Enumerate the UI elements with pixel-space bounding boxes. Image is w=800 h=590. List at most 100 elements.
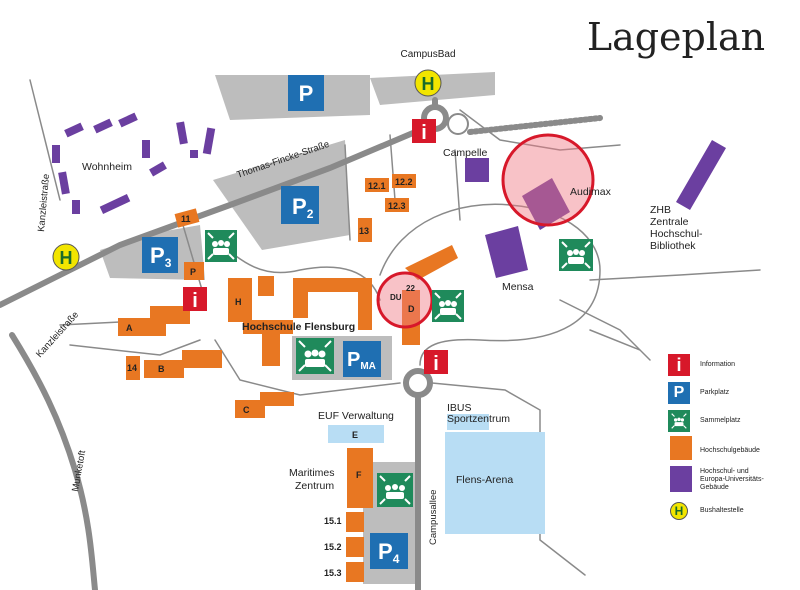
label-zhb-2: Zentrale (650, 216, 689, 228)
street-kanzleistrasse-bottom: Kanzleistraße (34, 309, 81, 360)
wohnheim-block (99, 194, 131, 214)
legend-orange-swatch (670, 436, 692, 460)
wohnheim-block (118, 112, 138, 128)
legend-item-information: i Information (668, 354, 735, 376)
du22-highlight (376, 271, 434, 329)
info-sign-south-label: i (433, 353, 439, 375)
legend-item-parkplatz: P Parkplatz (668, 382, 729, 404)
info-sign-north (412, 119, 436, 143)
building-C (235, 400, 265, 418)
label-campelle: Campelle (443, 147, 488, 159)
label-zhb-1: ZHB (650, 204, 671, 216)
legend-label-line: Hochschul- und (700, 468, 749, 475)
building-H-top (258, 276, 274, 296)
label-C: C (243, 405, 250, 415)
building-A2 (150, 306, 190, 324)
label-zhb-4: Bibliothek (650, 240, 696, 252)
label-F: F (356, 470, 362, 480)
bus-stop-campusbad-label: H (422, 74, 435, 94)
label-P: P (190, 267, 196, 277)
building-14 (126, 356, 140, 380)
legend-label-line: Gebäude (700, 484, 729, 491)
label-12-3: 12.3 (388, 201, 406, 211)
legend-label: Information (700, 361, 736, 368)
legend-item-bushaltestelle: H Bushaltestelle (668, 500, 744, 522)
bus-stop-kanzleistrasse-label: H (60, 248, 73, 268)
label-campusbad: CampusBad (400, 49, 455, 60)
building-main (293, 278, 372, 330)
label-12-2: 12.2 (395, 177, 413, 187)
label-12-1: 12.1 (368, 181, 386, 191)
roads (0, 79, 761, 590)
building-12-1 (365, 178, 389, 192)
building-15-3 (346, 562, 364, 582)
assembly-points (205, 230, 593, 507)
building-12-3 (385, 198, 409, 212)
label-mensa: Mensa (502, 281, 534, 293)
label-22: 22 (406, 284, 415, 293)
info-sign-west-label: i (192, 290, 198, 312)
bus-stop-symbol: H (670, 502, 688, 520)
label-flens-arena: Flens-Arena (456, 474, 513, 486)
road-kanzleistrasse-south (9, 332, 98, 590)
label-ibus-1: IBUS (447, 402, 472, 414)
assembly-point-icon (432, 290, 464, 322)
legend-label-line: Europa-Universitäts- (700, 476, 764, 483)
legend-label: Sammelplatz (700, 417, 741, 424)
purple-swatch (668, 469, 690, 491)
wohnheim-block (64, 122, 84, 138)
label-euf: EUF Verwaltung (318, 410, 394, 422)
assembly-point-icon (377, 473, 413, 507)
orange-buildings (118, 174, 692, 582)
building-C2 (260, 392, 294, 406)
parking-sign-p4 (370, 533, 408, 569)
parking-icon: P (668, 382, 690, 404)
wohnheim-block (149, 161, 167, 177)
label-hochschule: Hochschule Flensburg (242, 321, 355, 333)
building-labels: 11 12.1 12.2 12.3 13 P H A 14 B C E F D … (126, 177, 415, 578)
wohnheim-block (202, 127, 216, 155)
label-ibus-2: Sportzentrum (447, 413, 510, 425)
info-signs: i i i (183, 119, 448, 375)
building-P (184, 262, 204, 280)
building-B2 (182, 350, 222, 368)
road-south-west (214, 339, 401, 396)
roundabout-north-small (447, 113, 469, 135)
assembly-point-icon (296, 338, 334, 374)
building-F (347, 448, 373, 508)
legend-label: Bushaltestelle (700, 507, 744, 514)
legend-item-uni-gebaeude: Hochschul- und Europa-Universitäts- Gebä… (668, 468, 764, 492)
building-11 (174, 208, 200, 228)
campelle-building (465, 158, 489, 182)
label-DU: DU (390, 293, 402, 302)
wohnheim-block (190, 150, 198, 158)
sports-areas (445, 414, 545, 534)
label-D: D (408, 304, 415, 314)
roundabouts (403, 104, 469, 398)
road-north-edge-1 (29, 79, 61, 201)
parking-sign-p2 (281, 186, 319, 224)
wohnheim-block (176, 121, 188, 145)
wohnheim-block (72, 200, 80, 214)
wohnheim-block (58, 171, 70, 195)
parking-sign-p1-label: P (299, 81, 314, 106)
road-north-east (459, 109, 621, 151)
parking-sign-p4-label: P4 (378, 539, 400, 566)
info-sign-south (424, 350, 448, 374)
bus-stop-icon: H (668, 500, 690, 522)
roundabout-south (403, 368, 433, 398)
label-13: 13 (359, 226, 369, 236)
railway-track (467, 115, 603, 135)
building-15-1 (346, 512, 364, 532)
label-15-2: 15.2 (324, 542, 342, 552)
info-icon: i (668, 354, 690, 376)
assembly-point-icon (668, 410, 690, 432)
building-B (144, 360, 184, 378)
road-south-east (559, 299, 651, 361)
label-maritimes-2: Zentrum (295, 480, 334, 492)
label-zhb-3: Hochschul- (650, 228, 703, 240)
map-title: Lageplan (587, 15, 765, 59)
road-southwest-branch (59, 321, 201, 356)
audimax-highlight (501, 133, 595, 227)
info-sign-west (183, 287, 207, 311)
